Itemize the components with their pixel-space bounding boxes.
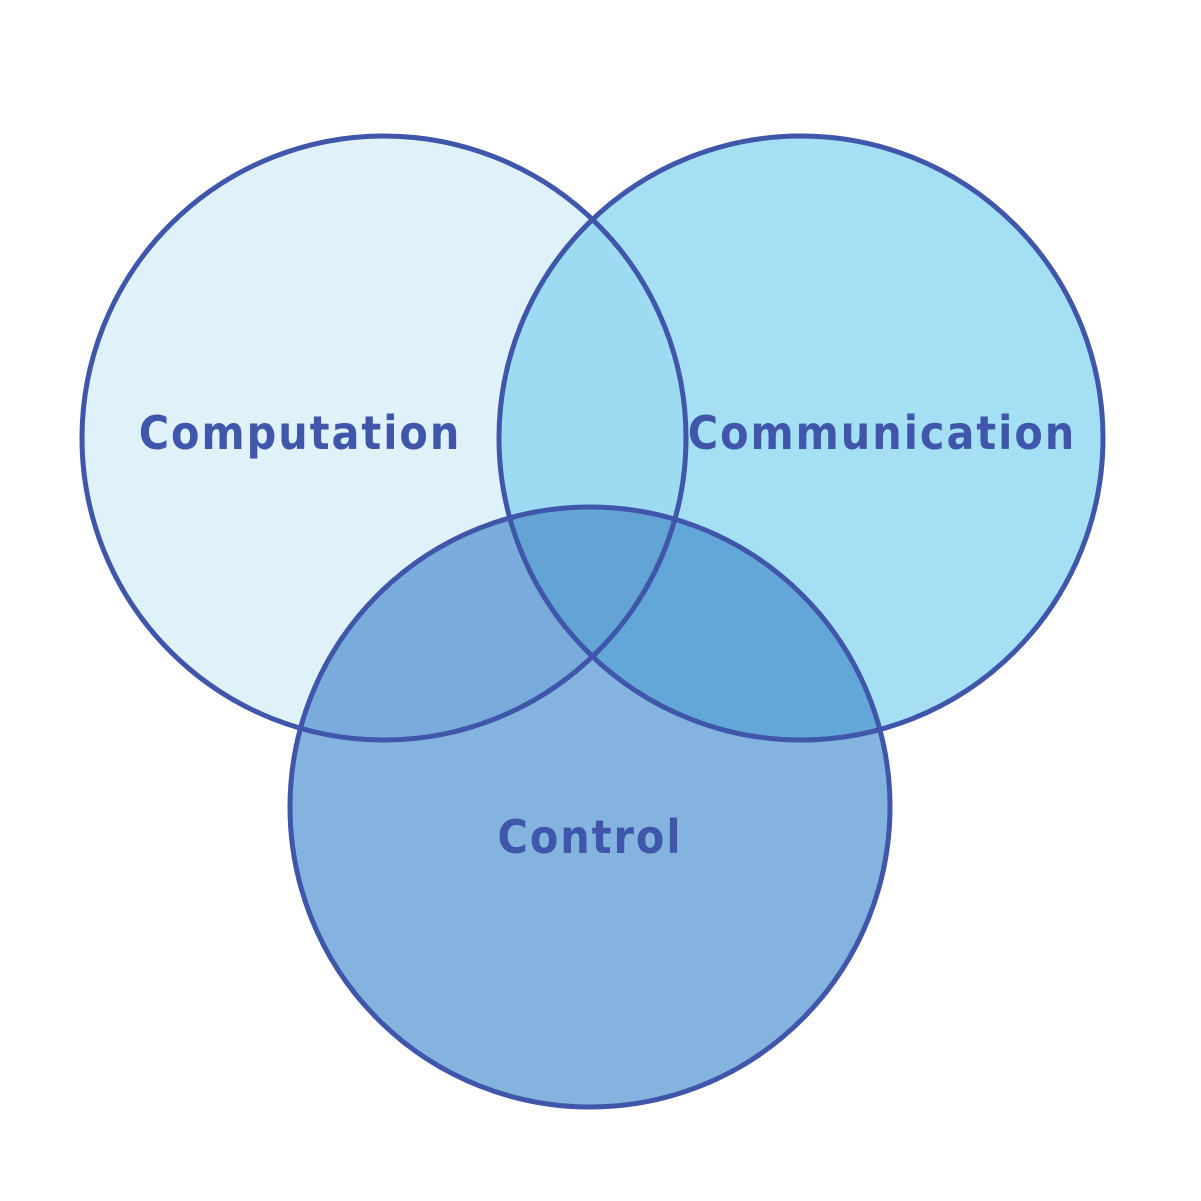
computation-control-overlap [290, 507, 686, 740]
computation-label: Computation [139, 406, 462, 460]
computation-outline [79, 133, 689, 743]
communication-outline [496, 133, 1106, 743]
control-label: Control [497, 810, 682, 864]
communication-control-overlap [499, 507, 890, 740]
circle-outlines [79, 133, 1106, 1110]
control-outline [287, 504, 893, 1110]
communication-label: Communication [688, 406, 1076, 460]
